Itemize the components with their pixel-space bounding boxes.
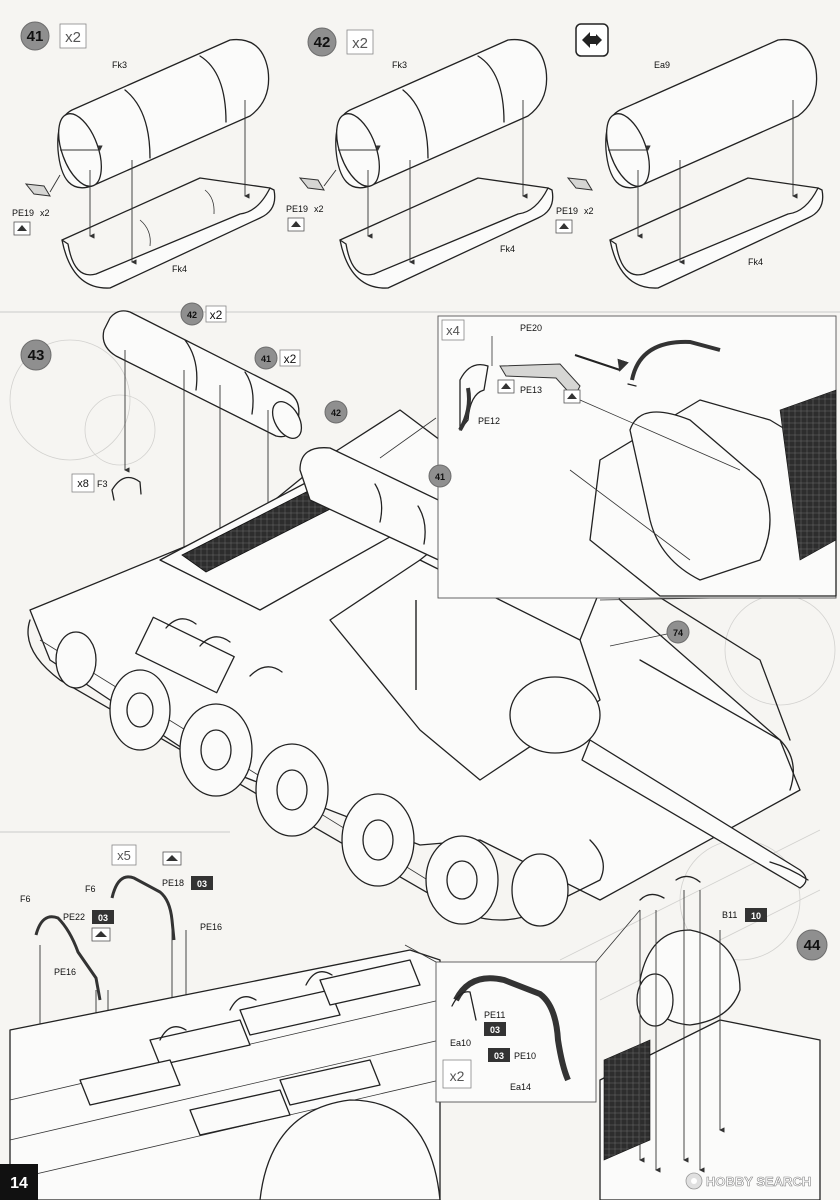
tank-tray-fk4 [61, 187, 276, 289]
step-44-part-ea14: Ea14 [510, 1082, 531, 1092]
fuel-tank-ea9 [605, 38, 818, 189]
step-42-circle [307, 27, 337, 57]
step-42-part-pe19: PE19 [286, 204, 308, 214]
step-44-part-pe16b: PE16 [200, 922, 222, 932]
pe19-bracket-b [298, 177, 325, 191]
step-44-part-pe18: PE18 [162, 878, 184, 888]
step-42-number: 42 [314, 34, 331, 51]
step-alt-part-pe19: PE19 [556, 206, 578, 216]
step-43-f3-qty: x8 [77, 478, 89, 490]
step-41-part-pe19: PE19 [12, 208, 34, 218]
f3-bracket [111, 476, 142, 501]
step-44-detail-qty: x2 [450, 1068, 465, 1084]
step-41-drawing [13, 21, 276, 289]
step-44-b11-color: 10 [751, 911, 761, 921]
step-44-pe10-color: 03 [494, 1051, 504, 1061]
pe19-bracket [24, 183, 51, 197]
step-alt-drawing [555, 23, 824, 289]
step-43-number: 43 [28, 347, 45, 364]
step-43-part-pe13: PE13 [520, 385, 542, 395]
step-44-part-pe16a: PE16 [54, 967, 76, 977]
step-44-circle [796, 929, 828, 961]
fuel-tank-fk3 [57, 38, 270, 189]
step-alt-pe19-qty: x2 [584, 206, 594, 216]
step-43-ref42-hull: 42 [331, 408, 341, 418]
step-44-qty: x5 [117, 848, 131, 863]
spare-track-links [79, 959, 421, 1136]
step-43-part-pe12: PE12 [478, 416, 500, 426]
step-43-drawing [20, 302, 837, 927]
step-42-pe19-qty: x2 [314, 204, 324, 214]
pe19-bracket-c [566, 177, 593, 191]
gun-mantlet [509, 676, 601, 754]
watermark-text: HOBBY SEARCH [706, 1174, 811, 1189]
step-41-pe19-qty: x2 [40, 208, 50, 218]
step-43-ref41-qty: x2 [284, 352, 297, 366]
step-43-ref42: 42 [187, 310, 197, 320]
step-44-pe22-color: 03 [98, 913, 108, 923]
step-41-qty: x2 [65, 29, 81, 46]
step-43-ref74: 74 [673, 628, 683, 638]
step-44-part-pe11: PE11 [484, 1010, 505, 1020]
tank-tray-fk4-c [609, 187, 824, 289]
step-42-part-fk4: Fk4 [500, 244, 515, 254]
step-41-part-fk4: Fk4 [172, 264, 187, 274]
step-44-pe18-color: 03 [197, 879, 207, 889]
step-41-part-fk3: Fk3 [112, 60, 127, 70]
step-43-ref42-qty: x2 [210, 308, 223, 322]
step-43-ref41: 41 [261, 354, 271, 364]
step-42-part-fk3: Fk3 [392, 60, 407, 70]
hobby-search-logo [685, 1172, 703, 1190]
step-43-part-pe20: PE20 [520, 323, 542, 333]
step-44-part-pe10: PE10 [514, 1051, 536, 1061]
step-41-number: 41 [27, 28, 44, 45]
background-faint-drawing [9, 339, 836, 1001]
step-44-part-f6b: F6 [85, 884, 96, 894]
step-alt-part-ea9: Ea9 [654, 60, 670, 70]
step-41-circle [20, 21, 50, 51]
step-43-ref41-hull: 41 [435, 472, 445, 482]
step-44-pe11-color: 03 [490, 1025, 500, 1035]
step-43-part-f3: F3 [97, 479, 108, 489]
step-44-part-b11: B11 [722, 910, 737, 920]
pe11-strap [453, 975, 571, 1082]
road-wheels [55, 631, 569, 927]
step-43-detail-qty: x4 [446, 323, 460, 338]
step-42-qty: x2 [352, 35, 368, 52]
step-44-part-f6a: F6 [20, 894, 31, 904]
step-alt-part-fk4: Fk4 [748, 257, 763, 267]
step-44-number: 44 [804, 937, 821, 954]
fuel-tank-fk3-b [335, 38, 548, 189]
page-number: 14 [10, 1175, 28, 1192]
panel-dividers [0, 311, 840, 833]
step-41-qty-box [59, 23, 87, 49]
step-42-drawing [287, 27, 554, 289]
step-44-part-pe22: PE22 [63, 912, 85, 922]
step-44-part-ea10: Ea10 [450, 1038, 471, 1048]
step-44-drawing [0, 844, 828, 1200]
step-43-circle [20, 339, 52, 371]
step-42-qty-box [346, 29, 374, 55]
track-outline [27, 619, 604, 921]
tank-tray-fk4-b [339, 187, 554, 289]
main-gun [581, 739, 807, 889]
tank-assembly [102, 310, 300, 438]
